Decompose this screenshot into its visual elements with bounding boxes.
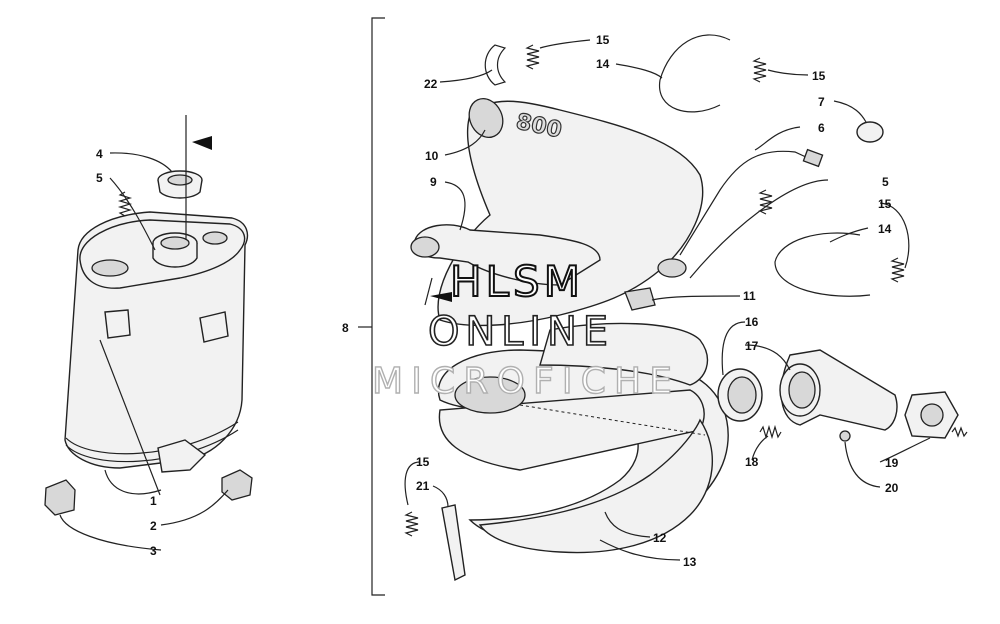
callout-10: 10 — [425, 149, 439, 163]
callout-12: 12 — [653, 531, 667, 545]
callout-7: 7 — [818, 95, 825, 109]
callout-14-top: 14 — [596, 57, 610, 71]
clip-part-22 — [484, 44, 507, 86]
shield-part-21 — [441, 504, 466, 582]
manifold-part-17 — [779, 349, 898, 431]
bumper-part-3 — [44, 479, 76, 516]
callout-6: 6 — [818, 121, 825, 135]
nut-part-20 — [839, 430, 851, 442]
callout-21: 21 — [416, 479, 430, 493]
spring-part-15-top-right — [752, 57, 767, 83]
muffler — [64, 211, 249, 473]
band-part-14-top — [658, 34, 731, 113]
bumper-part-2 — [221, 469, 253, 501]
watermark-line-1: HLSM — [450, 257, 580, 306]
callout-17: 17 — [745, 339, 759, 353]
callout-14-mid: 14 — [878, 222, 892, 236]
leader-lines — [59, 39, 931, 561]
expansion-chamber: 800 — [410, 98, 729, 554]
spring-part-5-right — [758, 189, 773, 215]
callout-2: 2 — [150, 519, 157, 533]
callout-4: 4 — [96, 147, 103, 161]
spring-part-5-left — [117, 191, 133, 217]
callout-16: 16 — [745, 315, 759, 329]
spring-part-18 — [759, 424, 782, 440]
spring-part-15-bottom — [404, 511, 419, 537]
callout-15-right: 15 — [878, 197, 892, 211]
callout-11: 11 — [743, 289, 756, 303]
seal-part-16 — [717, 368, 763, 422]
callout-8: 8 — [342, 321, 349, 335]
group-bracket — [371, 17, 385, 596]
callout-labels: 1 2 3 4 5 5 6 7 8 9 10 11 12 13 14 14 15… — [96, 33, 899, 569]
callout-15-top-left: 15 — [596, 33, 610, 47]
grommet-part-4 — [157, 170, 203, 199]
callout-15-bottom: 15 — [416, 455, 430, 469]
callout-1: 1 — [150, 494, 157, 508]
callout-18: 18 — [745, 455, 759, 469]
callout-13: 13 — [683, 555, 697, 569]
gasket-part-19 — [904, 391, 959, 439]
watermark-line-3: MICROFICHE — [372, 361, 672, 402]
callout-5-right: 5 — [882, 175, 889, 189]
callout-5-left: 5 — [96, 171, 103, 185]
callout-20: 20 — [885, 481, 899, 495]
callout-22: 22 — [424, 77, 438, 91]
ring-part-7 — [856, 121, 884, 143]
callout-15-top-right: 15 — [812, 69, 826, 83]
callout-9: 9 — [430, 175, 437, 189]
callout-19: 19 — [885, 456, 899, 470]
callout-3: 3 — [150, 544, 157, 558]
spring-part-15-top-left — [525, 44, 540, 70]
band-part-14-mid — [774, 232, 871, 297]
spring-part-15-right — [890, 257, 905, 283]
sensor-part-6 — [679, 150, 809, 256]
